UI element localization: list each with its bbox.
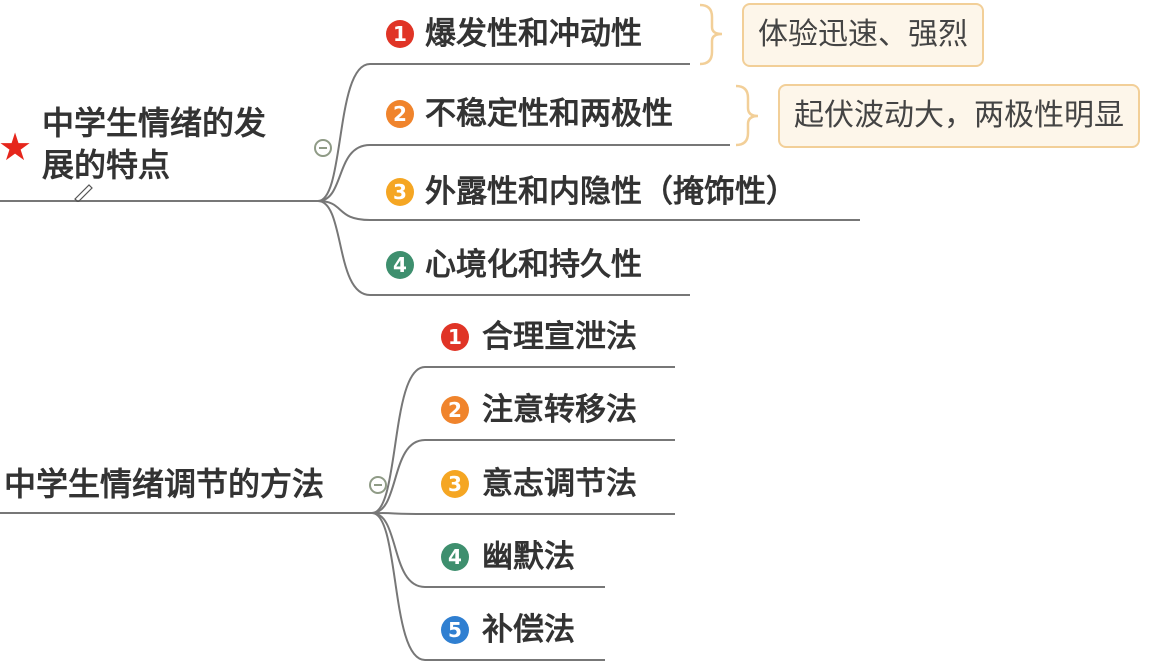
- number-badge-4: 4: [386, 251, 414, 279]
- number-badge-2: 2: [386, 100, 414, 128]
- collapse-toggle-1[interactable]: [314, 139, 332, 157]
- number-badge-1: 1: [386, 20, 414, 48]
- node-1-2[interactable]: 不稳定性和两极性: [425, 96, 673, 132]
- note-1[interactable]: 体验迅速、强烈: [742, 3, 984, 67]
- branch2-2: [371, 439, 675, 514]
- node-1-1[interactable]: 爆发性和冲动性: [425, 16, 642, 52]
- brace-1: [699, 3, 723, 66]
- node-2-2[interactable]: 注意转移法: [482, 392, 637, 428]
- node-2-4[interactable]: 幽默法: [482, 539, 575, 575]
- number-badge-2-4: 4: [441, 543, 469, 571]
- note-2[interactable]: 起伏波动大，两极性明显: [778, 84, 1140, 148]
- root-topic-1-line1: 中学生情绪的发: [42, 104, 267, 142]
- pencil-cursor-icon: [74, 184, 93, 202]
- number-badge-2-3: 3: [441, 470, 469, 498]
- node-2-5[interactable]: 补偿法: [482, 612, 575, 648]
- number-badge-2-5: 5: [441, 616, 469, 644]
- root-topic-1[interactable]: 中学生情绪的发 展的特点: [42, 102, 266, 186]
- collapse-toggle-2[interactable]: [369, 476, 387, 494]
- branch2-5: [371, 512, 605, 661]
- branch-4: [317, 200, 690, 296]
- root-topic-2[interactable]: 中学生情绪调节的方法: [4, 465, 325, 503]
- number-badge-2-1: 1: [441, 323, 469, 351]
- node-2-3[interactable]: 意志调节法: [482, 466, 637, 502]
- branch2-4: [371, 512, 605, 588]
- number-badge-2-2: 2: [441, 396, 469, 424]
- branch-2: [317, 144, 730, 202]
- number-badge-3: 3: [386, 178, 414, 206]
- brace-2: [735, 84, 759, 147]
- branch2-1: [371, 366, 675, 514]
- branch-3: [317, 200, 860, 221]
- node-1-3[interactable]: 外露性和内隐性（掩饰性）: [425, 174, 797, 210]
- star-icon: ★: [0, 125, 33, 169]
- node-2-1[interactable]: 合理宣泄法: [482, 319, 637, 355]
- root-topic-1-line2: 展的特点: [42, 146, 171, 184]
- node-1-4[interactable]: 心境化和持久性: [425, 247, 642, 283]
- branch-1: [317, 63, 690, 202]
- branch2-3: [371, 512, 675, 515]
